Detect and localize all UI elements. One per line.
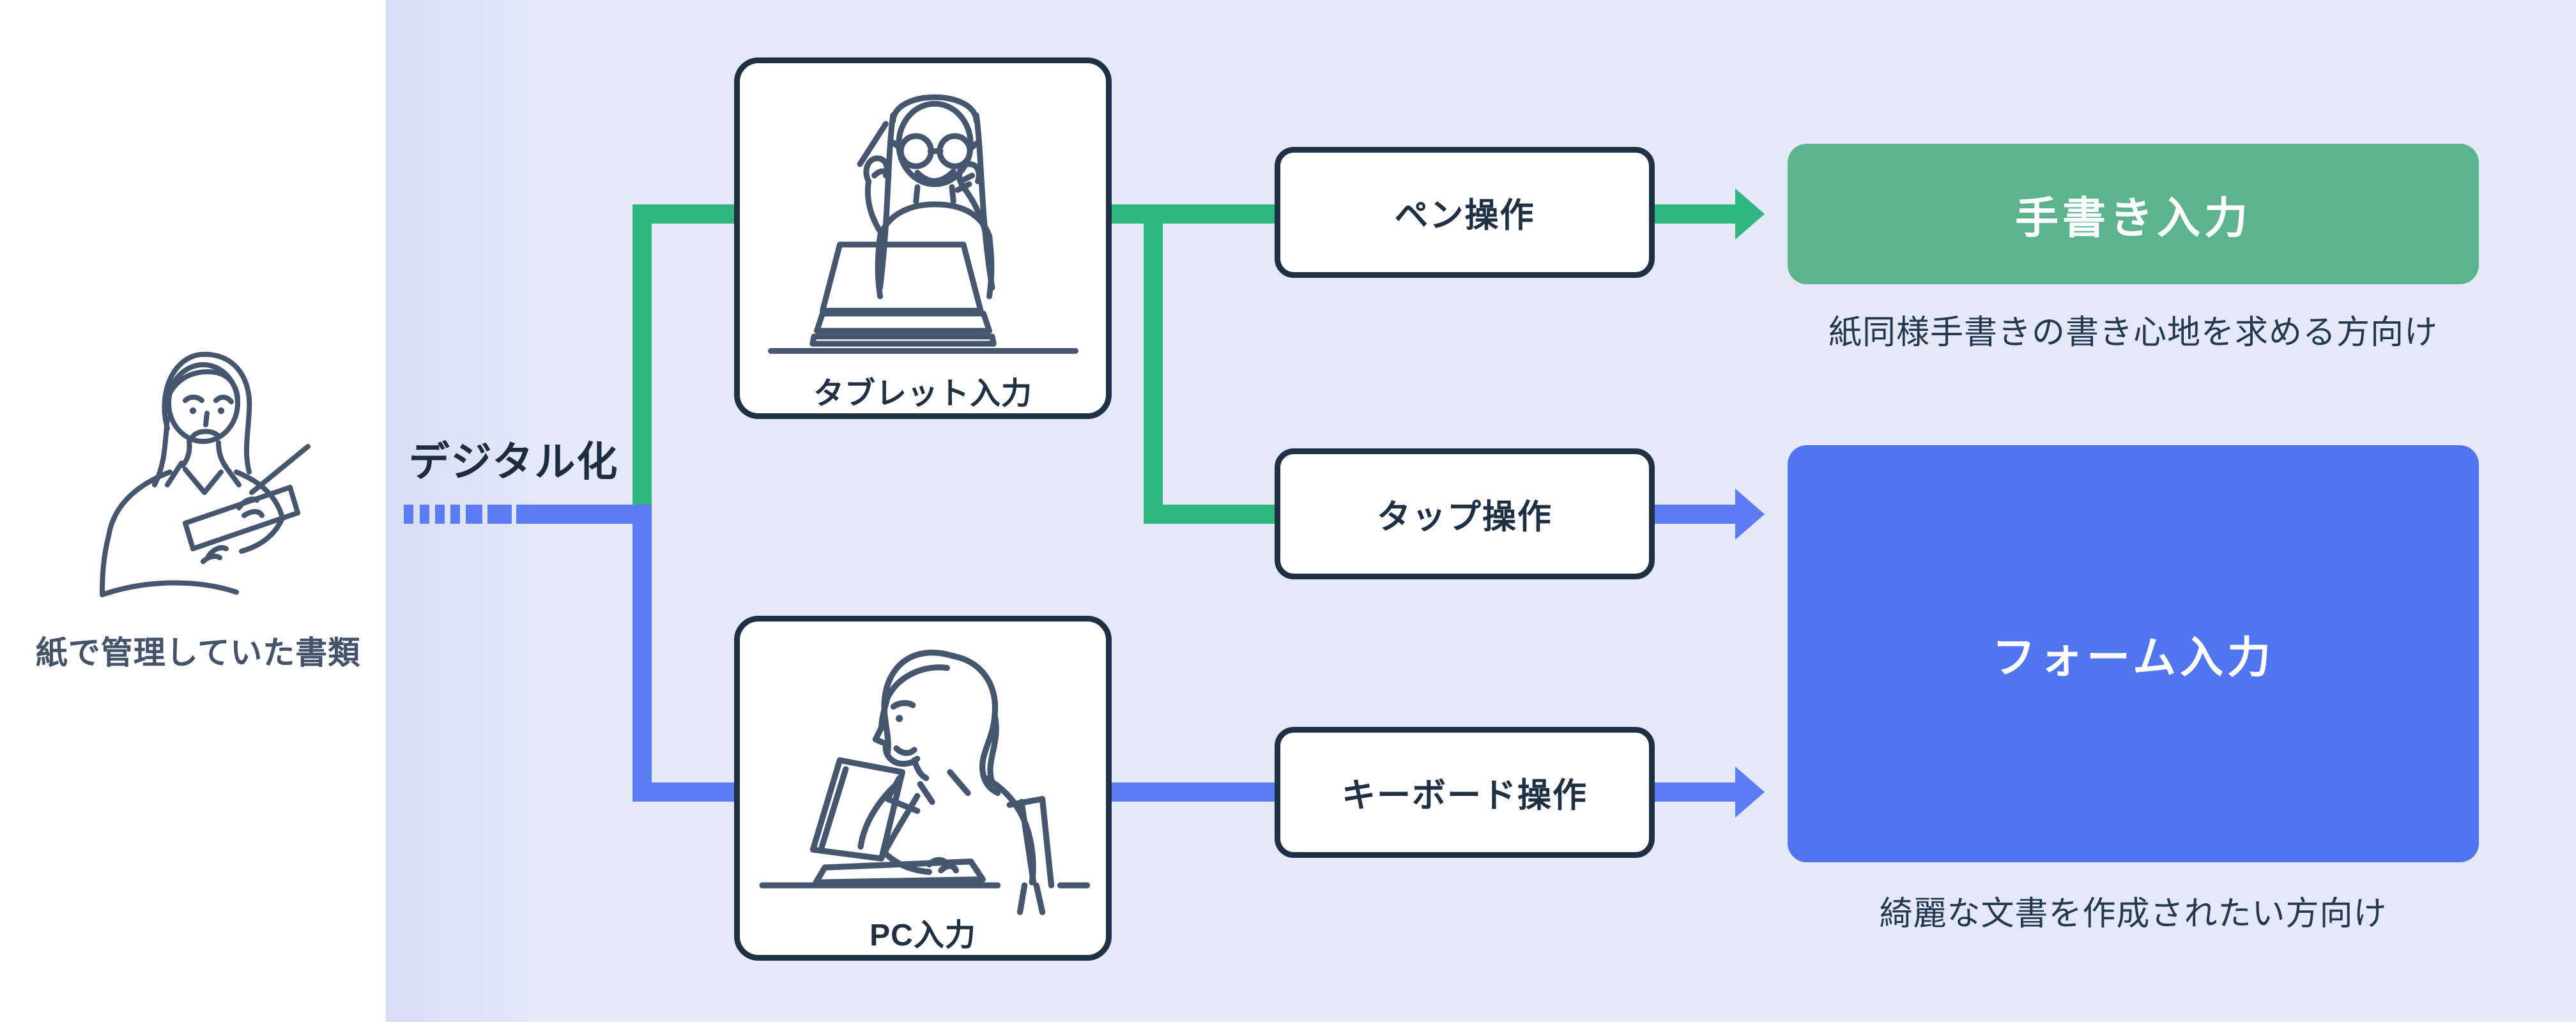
handwriting-result-label: 手書き入力 — [2014, 194, 2251, 243]
tablet-input-box — [734, 57, 1112, 419]
form-result-box: フォーム入力 — [1788, 445, 2479, 862]
pen-arrow-head — [1735, 188, 1765, 240]
pen-operation-label: ペン操作 — [1394, 196, 1535, 234]
blue-trunk-vertical — [632, 524, 652, 802]
tap-arrow-shaft — [1655, 505, 1736, 524]
green-tap-row-line — [1144, 505, 1275, 524]
pen-operation-box: ペン操作 — [1275, 147, 1655, 278]
pen-arrow-shaft — [1655, 204, 1736, 224]
paper-documents-woman-illustration — [100, 351, 310, 597]
tap-operation-label: タップ操作 — [1377, 498, 1552, 536]
form-result-caption: 綺麗な文書を作成されたい方向け — [1879, 896, 2388, 933]
trunk-horizontal-line — [516, 505, 652, 524]
tablet-input-label: タブレット入力 — [813, 377, 1032, 411]
tablet-woman-illustration — [768, 94, 1078, 354]
form-result-label: フォーム入力 — [1992, 634, 2274, 682]
keyboard-arrow-head — [1735, 766, 1765, 818]
tap-operation-box: タップ操作 — [1275, 448, 1655, 579]
source-caption: 紙で管理していた書類 — [35, 635, 361, 671]
green-branch-vertical — [1144, 224, 1163, 524]
keyboard-operation-label: キーボード操作 — [1342, 776, 1588, 814]
green-trunk-vertical — [632, 204, 652, 505]
digitize-label: デジタル化 — [408, 439, 619, 485]
pc-input-label: PC入力 — [870, 919, 976, 952]
keyboard-arrow-shaft — [1655, 782, 1736, 802]
keyboard-operation-box: キーボード操作 — [1275, 727, 1655, 858]
handwriting-result-box: 手書き入力 — [1788, 144, 2479, 284]
pc-woman-illustration — [759, 650, 1091, 915]
tap-arrow-head — [1735, 489, 1765, 540]
handwriting-result-caption: 紙同様手書きの書き心地を求める方向け — [1828, 314, 2438, 351]
